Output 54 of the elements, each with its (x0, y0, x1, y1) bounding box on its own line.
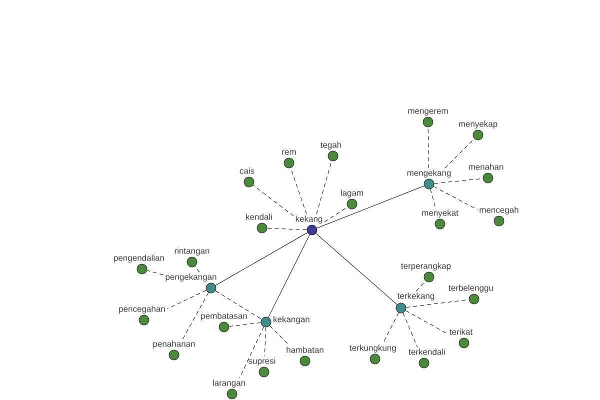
word-label: pengekangan (166, 274, 216, 282)
connector (416, 280, 426, 292)
connector (433, 186, 478, 210)
connector (316, 233, 398, 305)
word-label: hambatan (286, 346, 324, 353)
word-label: supresi (248, 358, 276, 366)
connector (182, 292, 209, 340)
word-label: kekang (296, 216, 322, 224)
connector (194, 266, 200, 272)
connector (269, 325, 290, 346)
word-label: larangan (213, 380, 245, 388)
connector (406, 299, 470, 308)
connector (239, 326, 264, 378)
word-label: terikat (450, 328, 473, 335)
word-label: menahan (468, 164, 504, 170)
word-label: pencegahan (119, 306, 165, 314)
connector (264, 327, 266, 356)
connector (228, 322, 262, 327)
word-label: cais (240, 168, 254, 174)
word-label: tegah (320, 142, 342, 150)
word-label: mengerem (408, 109, 448, 116)
connector (444, 138, 475, 168)
connector (402, 312, 418, 348)
word-label: kekangan (274, 316, 310, 324)
connector (215, 232, 308, 286)
connector (428, 127, 429, 168)
word-label: pengendalian (114, 254, 164, 263)
word-label: menyekap (458, 120, 498, 129)
word-label: menyekat (422, 210, 458, 218)
word-label: terbelenggu (448, 284, 493, 293)
word-label: mencegah (480, 206, 518, 215)
word-label: terkendali (408, 348, 445, 355)
connector (324, 206, 348, 222)
word-label: terkungkung (350, 344, 396, 353)
connector (215, 290, 262, 320)
connector (267, 228, 307, 230)
connector (405, 310, 448, 334)
word-label: rintangan (174, 248, 210, 256)
word-label: kendali (246, 214, 272, 220)
connector (268, 234, 310, 318)
word-label: pembatasan (201, 312, 247, 321)
connector (316, 186, 424, 228)
connector (382, 312, 399, 344)
word-label: terkekang (397, 292, 434, 301)
connector (252, 184, 294, 216)
word-label: mengekang (407, 170, 451, 178)
word-label: rem (282, 150, 296, 155)
connector (430, 188, 436, 208)
connector (166, 290, 207, 310)
connector (146, 270, 164, 276)
connector (316, 160, 332, 214)
word-label: penahanan (153, 340, 195, 349)
word-label: terperangkap (401, 262, 451, 271)
word-label: lagam (341, 190, 364, 198)
